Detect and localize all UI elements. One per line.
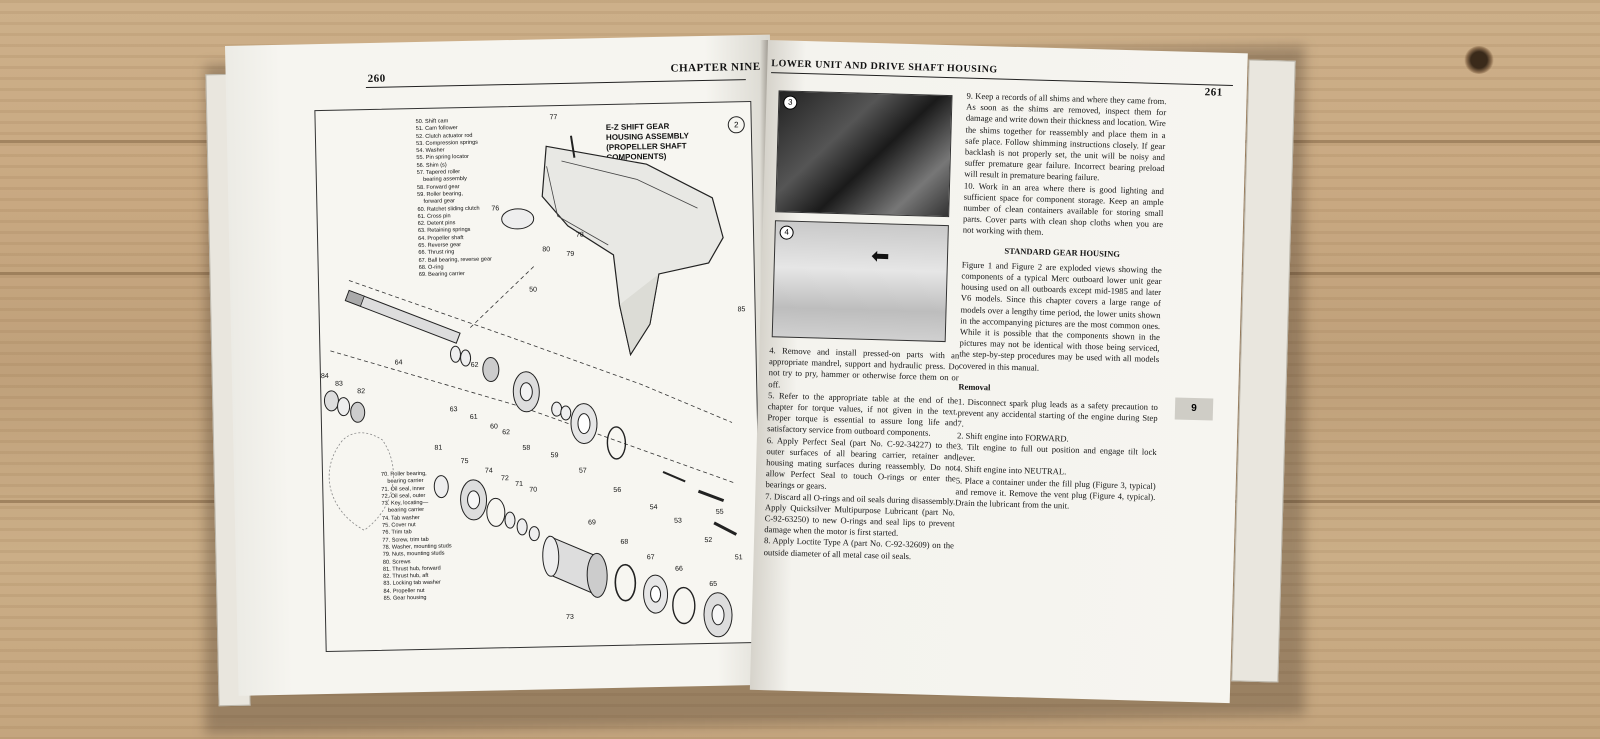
callout-61: 61 [469, 413, 478, 421]
callout-56: 56 [613, 486, 622, 494]
paragraph: 6. Apply Perfect Seal (part No. C-92-342… [765, 434, 957, 492]
callout-74: 74 [484, 467, 493, 475]
callout-72: 72 [501, 475, 509, 483]
exploded-view-drawing [323, 135, 738, 638]
chapter-title: CHAPTER NINE [670, 60, 761, 75]
callout-69: 69 [587, 519, 596, 527]
paragraph: 8. Apply Loctite Type A (part No. C-92-3… [763, 535, 955, 561]
callout-85: 85 [737, 306, 746, 314]
paragraph: 5. Refer to the appropriate table at the… [767, 389, 959, 439]
callout-83: 83 [335, 380, 343, 388]
callout-55: 55 [715, 508, 724, 516]
right-page-left-column: 4. Remove and install pressed-on parts w… [764, 345, 960, 563]
paragraph: 9. Keep a records of all shims and where… [964, 90, 1167, 183]
paragraph: 4. Remove and install pressed-on parts w… [768, 345, 960, 390]
callout-54: 54 [649, 504, 658, 512]
callout-68: 68 [620, 538, 629, 546]
page-number: 260 [367, 72, 386, 86]
callout-52: 52 [704, 536, 713, 545]
callout-58: 58 [522, 444, 531, 452]
callout-51: 51 [734, 554, 743, 562]
callout-75: 75 [460, 457, 469, 466]
paragraph: 7. Discard all O-rings and oil seals dur… [764, 490, 956, 539]
paragraph: Figure 1 and Figure 2 are exploded views… [958, 259, 1162, 373]
callout-66: 66 [674, 565, 683, 573]
callout-78: 78 [575, 231, 584, 239]
left-page: 260 CHAPTER NINE E-Z SHIFT GEAR HOUSING … [225, 34, 784, 696]
callout-81: 81 [434, 444, 443, 452]
callout-64: 64 [394, 359, 403, 367]
section-heading: STANDARD GEAR HOUSING [1004, 245, 1121, 259]
callout-73: 73 [565, 613, 574, 621]
callout-65: 65 [709, 580, 718, 588]
callout-59: 59 [550, 452, 559, 460]
photo-number: 4 [779, 225, 794, 240]
figure-2-box: E-Z SHIFT GEAR HOUSING ASSEMBLY (PROPELL… [314, 100, 763, 653]
callout-70: 70 [529, 486, 538, 494]
photo-number: 3 [783, 95, 798, 110]
callout-60: 60 [489, 423, 498, 431]
step: 1. Disconnect spark plug leads as a safe… [957, 396, 1159, 430]
header-rule [365, 79, 746, 89]
header-rule [771, 72, 1233, 86]
callout-62: 62 [470, 361, 479, 369]
callout-84: 84 [320, 372, 329, 381]
chapter-tab: 9 [1174, 397, 1214, 421]
callout-53: 53 [673, 517, 682, 525]
callout-76: 76 [491, 205, 500, 213]
right-page: LOWER UNIT AND DRIVE SHAFT HOUSING 261 3… [749, 40, 1248, 704]
photo-figure-3: 3 [775, 90, 953, 218]
subsection-heading: Removal [958, 381, 991, 393]
page-number: 261 [1204, 86, 1223, 99]
callout-80: 80 [542, 246, 551, 254]
wood-knot [1464, 46, 1494, 74]
right-page-right-column: 9. Keep a records of all shims and where… [955, 91, 1167, 515]
callout-71: 71 [515, 480, 524, 489]
callout-82: 82 [357, 388, 366, 396]
photo-figure-4: 4 ⬅ [771, 220, 949, 343]
callout-57: 57 [578, 467, 587, 475]
paragraph: 10. Work in an area where there is good … [962, 180, 1165, 238]
callout-77: 77 [549, 114, 558, 122]
callout-63: 63 [449, 406, 458, 414]
callout-79: 79 [566, 250, 575, 258]
step: 5. Place a container under the fill plug… [955, 474, 1156, 511]
callout-50: 50 [529, 286, 538, 294]
callout-62b: 62 [502, 429, 511, 437]
arrow-icon: ⬅ [870, 243, 890, 270]
callout-67: 67 [646, 554, 655, 562]
